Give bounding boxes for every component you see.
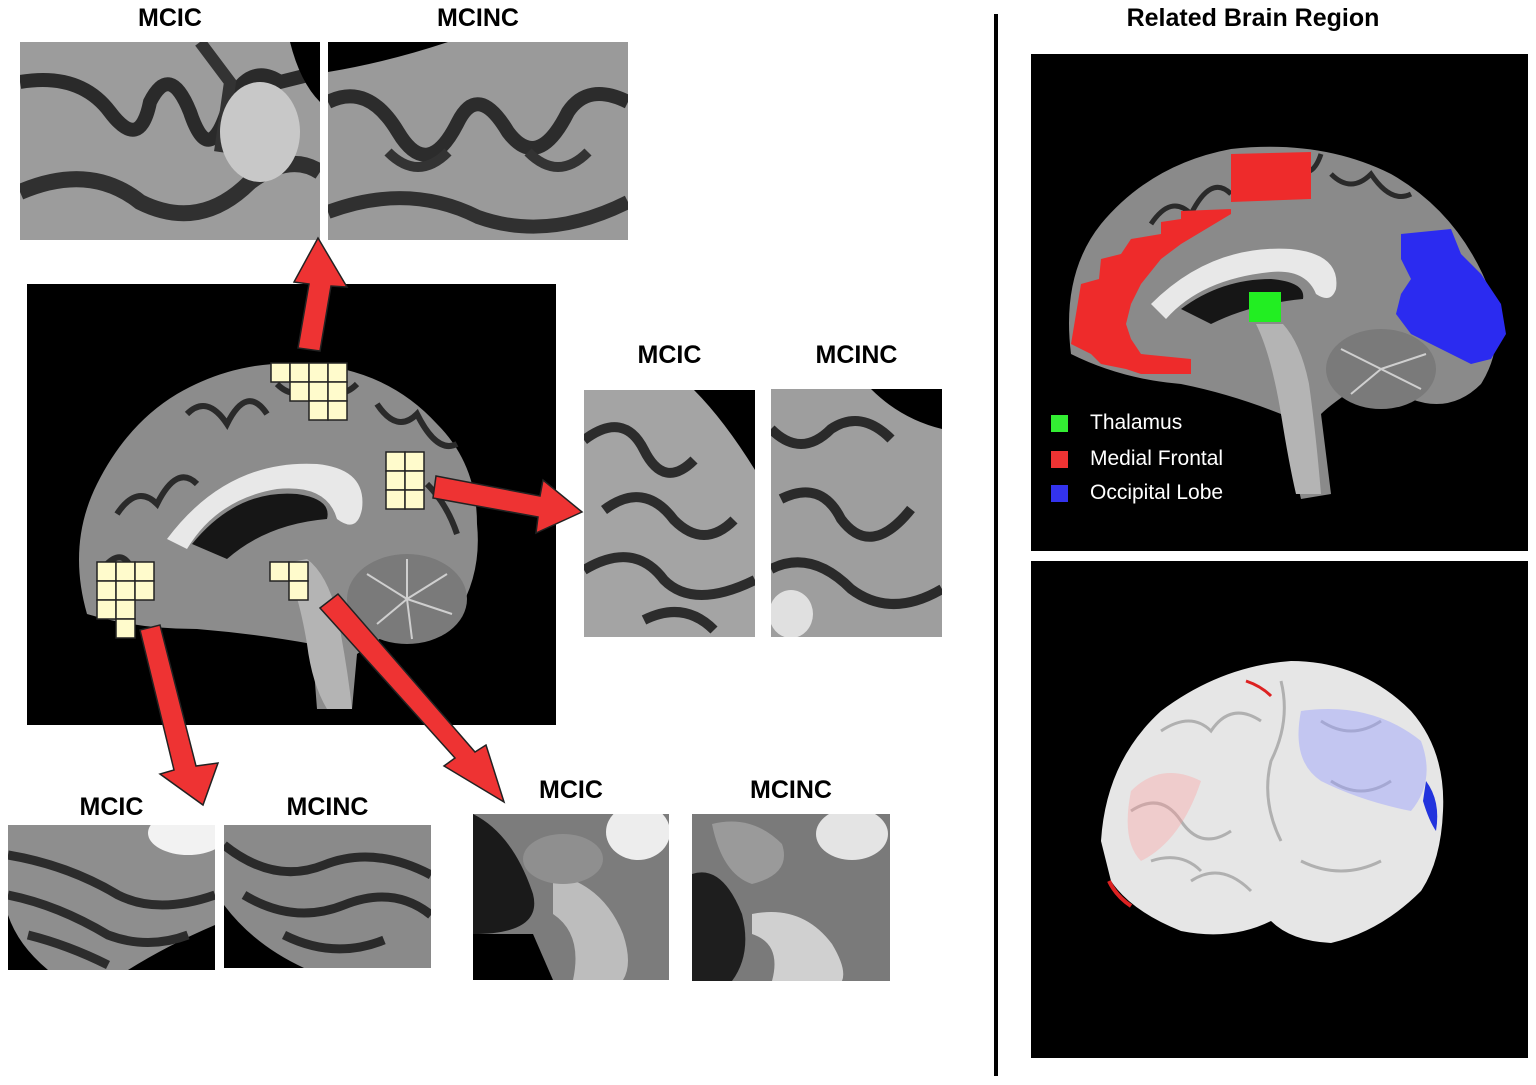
legend-label: Thalamus	[1090, 411, 1183, 434]
legend-label: Medial Frontal	[1090, 447, 1224, 470]
legend-item-medial-frontal: Medial Frontal	[1051, 447, 1223, 471]
legend-label: Occipital Lobe	[1090, 481, 1224, 504]
top-mcic-patch	[20, 42, 320, 240]
bl-mcic-patch	[8, 825, 215, 970]
related-region-title: Related Brain Region	[1126, 4, 1380, 32]
surface-render-panel	[1031, 561, 1528, 1058]
bm-mcic-patch	[473, 814, 669, 980]
top-mcinc-label: MCINC	[437, 4, 519, 32]
bm-mcic-label: MCIC	[539, 776, 603, 804]
bl-mcinc-label: MCINC	[286, 793, 369, 821]
top-mcinc-patch	[328, 42, 628, 240]
region-map-panel	[1031, 54, 1528, 551]
bl-mcic-label: MCIC	[79, 793, 144, 821]
legend-item-occipital-lobe: Occipital Lobe	[1051, 481, 1223, 505]
legend-item-thalamus: Thalamus	[1051, 411, 1182, 435]
right-mcic-patch	[584, 390, 755, 637]
right-mcinc-patch	[771, 389, 942, 637]
bm-mcinc-label: MCINC	[750, 776, 832, 804]
thalamus-swatch	[1051, 414, 1068, 432]
column-divider	[994, 14, 998, 1076]
occipital-lobe-swatch	[1051, 484, 1068, 502]
right-mcic-label: MCIC	[637, 341, 702, 369]
bl-mcinc-patch	[224, 825, 431, 968]
bm-mcinc-patch	[692, 814, 890, 981]
top-mcic-label: MCIC	[138, 4, 202, 32]
medial-frontal-swatch	[1051, 450, 1068, 468]
sagittal-mri-panel	[27, 284, 556, 725]
right-mcinc-label: MCINC	[815, 341, 898, 369]
